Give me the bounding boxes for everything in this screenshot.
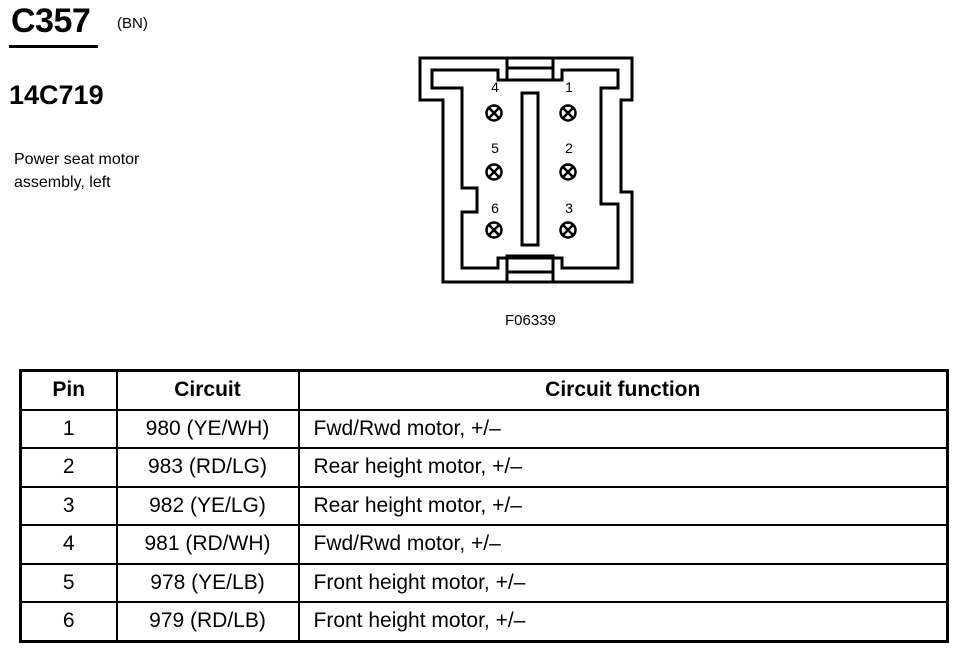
table-row: 1 980 (YE/WH) Fwd/Rwd motor, +/– bbox=[19, 408, 949, 449]
cell-circuit-function: Rear height motor, +/– bbox=[297, 447, 949, 488]
pin-label: 3 bbox=[565, 200, 573, 216]
header-circuit-function: Circuit function bbox=[297, 369, 949, 411]
table-header-row: Pin Circuit Circuit function bbox=[19, 369, 949, 411]
cell-circuit: 982 (YE/LG) bbox=[115, 485, 300, 526]
description-line: assembly, left bbox=[14, 174, 111, 191]
cell-circuit: 978 (YE/LB) bbox=[115, 562, 300, 603]
cell-circuit: 983 (RD/LG) bbox=[115, 447, 300, 488]
cell-circuit: 979 (RD/LB) bbox=[115, 601, 300, 642]
connector-id: C357 bbox=[11, 2, 91, 40]
pin-labels: 4 1 5 2 6 3 bbox=[491, 79, 573, 216]
cell-circuit-function: Rear height motor, +/– bbox=[297, 485, 949, 526]
header-circuit: Circuit bbox=[115, 369, 300, 411]
table-row: 6 979 (RD/LB) Front height motor, +/– bbox=[19, 601, 949, 642]
cell-circuit-function: Front height motor, +/– bbox=[297, 562, 949, 603]
cell-circuit-function: Fwd/Rwd motor, +/– bbox=[297, 408, 949, 449]
connector-housing bbox=[418, 56, 634, 284]
description: Power seat motor assembly, left bbox=[14, 148, 214, 194]
pin-terminal-1 bbox=[559, 104, 577, 122]
cell-circuit: 980 (YE/WH) bbox=[115, 408, 300, 449]
center-key bbox=[520, 91, 540, 247]
pin-terminal-2 bbox=[559, 163, 577, 181]
part-number: 14C719 bbox=[9, 80, 104, 110]
pin-terminal-6 bbox=[485, 221, 503, 239]
pin-label: 6 bbox=[491, 200, 499, 216]
pin-label: 2 bbox=[565, 140, 573, 156]
table-row: 5 978 (YE/LB) Front height motor, +/– bbox=[19, 562, 949, 603]
connector-face-diagram: 4 1 5 2 6 3 bbox=[418, 56, 634, 284]
cell-circuit-function: Fwd/Rwd motor, +/– bbox=[297, 524, 949, 565]
bottom-latch bbox=[505, 254, 555, 284]
description-line: Power seat motor bbox=[14, 151, 140, 168]
cell-circuit: 981 (RD/WH) bbox=[115, 524, 300, 565]
cell-pin: 6 bbox=[19, 601, 118, 642]
cell-pin: 3 bbox=[19, 485, 118, 526]
figure-code: F06339 bbox=[505, 312, 556, 329]
pinout-table: Pin Circuit Circuit function 1 980 (YE/W… bbox=[19, 369, 949, 643]
color-code: (BN) bbox=[117, 15, 148, 32]
table-row: 3 982 (YE/LG) Rear height motor, +/– bbox=[19, 485, 949, 526]
cell-pin: 2 bbox=[19, 447, 118, 488]
pin-terminals bbox=[485, 104, 577, 239]
pin-label: 1 bbox=[565, 79, 573, 95]
connector-id-underline bbox=[9, 45, 98, 48]
pin-terminal-4 bbox=[485, 104, 503, 122]
pin-label: 5 bbox=[491, 140, 499, 156]
cell-pin: 1 bbox=[19, 408, 118, 449]
pin-label: 4 bbox=[491, 79, 499, 95]
pin-terminal-3 bbox=[559, 221, 577, 239]
table-row: 4 981 (RD/WH) Fwd/Rwd motor, +/– bbox=[19, 524, 949, 565]
cell-pin: 4 bbox=[19, 524, 118, 565]
housing-inner-outline bbox=[430, 68, 620, 270]
table-row: 2 983 (RD/LG) Rear height motor, +/– bbox=[19, 447, 949, 488]
header-pin: Pin bbox=[19, 369, 118, 411]
top-latch bbox=[505, 56, 555, 82]
cell-pin: 5 bbox=[19, 562, 118, 603]
cell-circuit-function: Front height motor, +/– bbox=[297, 601, 949, 642]
pin-terminal-5 bbox=[485, 163, 503, 181]
